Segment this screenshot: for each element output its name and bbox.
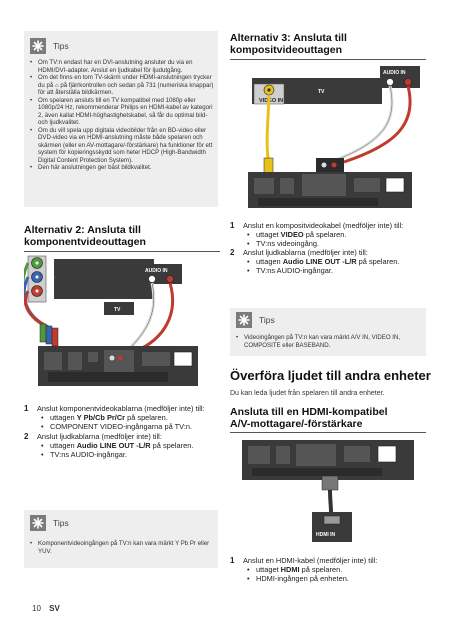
step-number: 2 [230, 248, 235, 257]
alt2-heading-line2: komponentvideouttagen [24, 236, 146, 248]
y-label: Y [48, 261, 52, 267]
step-bullet: COMPONENT VIDEO-ingångarna på TV:n. [37, 422, 220, 431]
divider [24, 251, 220, 252]
network-port-icon [173, 351, 193, 367]
pr-label: Pr [48, 289, 53, 295]
tv-box [104, 302, 134, 315]
tips-label: Tips [259, 315, 275, 325]
audio-section-title: Överföra ljudet till andra enheter [230, 368, 431, 383]
step-text: Anslut ljudkablarna (medföljer inte) til… [243, 248, 368, 257]
tv-label: TV [114, 307, 121, 313]
step: 2 Anslut ljudkablarna (medföljer inte) t… [230, 248, 430, 275]
tip-item: Om det finns en tom TV-skärm under HDMI-… [28, 74, 214, 97]
step-bullet: TV:ns AUDIO-ingångar. [243, 266, 430, 275]
divider [230, 59, 426, 60]
tip-icon [30, 38, 46, 54]
alt3-heading-line2: kompositvideouttagen [230, 44, 343, 56]
audio-section-intro: Du kan leda ljudet från spelaren till an… [230, 390, 385, 397]
step: 2 Anslut ljudkablarna (medföljer inte) t… [24, 432, 220, 459]
network-port-icon [377, 445, 397, 463]
tip-item: Den här anslutningen ger bäst bildkvalit… [28, 164, 214, 172]
step-bullet: uttaget VIDEO på spelaren. [243, 230, 430, 239]
tv-box [308, 84, 336, 97]
step-bullet: HDMI-ingången på enheten. [243, 574, 430, 583]
page-footer: 10 SV [32, 604, 60, 613]
language-code: SV [49, 604, 60, 613]
tv-panel [54, 259, 154, 299]
step-number: 1 [24, 404, 29, 413]
hdmi-diagram: HDMI IN [242, 440, 414, 542]
tips-list: Om TV:n endast har en DVI-anslutning ans… [28, 59, 214, 172]
step-bullet: TV:ns AUDIO-ingångar. [37, 450, 220, 459]
step-text: Anslut komponentvideokablarna (medföljer… [37, 404, 205, 413]
tv-label: TV [318, 89, 325, 95]
component-video-diagram: Y Pb Pr AUDIO IN TV [24, 255, 198, 386]
step: 1 Anslut en kompositvideokabel (medfölje… [230, 221, 430, 248]
step-number: 1 [230, 221, 235, 230]
alt3-heading: Alternativ 3: Ansluta till kompositvideo… [230, 32, 430, 56]
step-bullet: uttagen Y Pb/Cb Pr/Cr på spelaren. [37, 413, 220, 422]
tip-item: Komponentvideoingången på TV:n kan vara … [28, 540, 214, 555]
composite-video-diagram: AUDIO IN VIDEO IN TV [248, 66, 420, 208]
step: 1 Anslut en HDMI-kabel (medföljer inte) … [230, 556, 430, 583]
alt3-heading-line1: Alternativ 3: Ansluta till [230, 32, 347, 44]
step-bullet: uttagen Audio LINE OUT -L/R på spelaren. [243, 257, 430, 266]
tips-list: Komponentvideoingången på TV:n kan vara … [28, 540, 214, 555]
tips-box-hdmi: Tips Om TV:n endast har en DVI-anslutnin… [24, 31, 218, 207]
tips-box-component: Tips Komponentvideoingången på TV:n kan … [24, 510, 218, 568]
hdmi-heading-line1: Ansluta till en HDMI-kompatibel [230, 406, 388, 418]
step-text: Anslut en HDMI-kabel (medföljer inte) ti… [243, 556, 378, 565]
tips-label: Tips [53, 518, 69, 528]
page-number: 10 [32, 604, 41, 613]
tips-list: Videoingången på TV:n kan vara märkt A/V… [234, 334, 422, 349]
alt2-heading-line1: Alternativ 2: Ansluta till [24, 224, 141, 236]
pb-label: Pb [48, 275, 54, 281]
tips-label: Tips [53, 41, 69, 51]
tips-box-composite: Tips Videoingången på TV:n kan vara märk… [230, 308, 426, 356]
tip-item: Om spelaren ansluts till en TV kompatibe… [28, 97, 214, 127]
step-bullet: uttaget HDMI på spelaren. [243, 565, 430, 574]
step-bullet: uttagen Audio LINE OUT -L/R på spelaren. [37, 441, 220, 450]
divider [230, 432, 426, 433]
step-number: 2 [24, 432, 29, 441]
hdmi-in-label: HDMI IN [316, 532, 336, 538]
tip-icon [30, 515, 46, 531]
step-bullet: TV:ns videoingång. [243, 239, 430, 248]
audio-in-label: AUDIO IN [383, 70, 406, 76]
alt3-steps: 1 Anslut en kompositvideokabel (medfölje… [230, 221, 430, 275]
network-port-icon [385, 177, 405, 193]
step-text: Anslut en kompositvideokabel (medföljer … [243, 221, 404, 230]
step-number: 1 [230, 556, 235, 565]
video-in-label: VIDEO IN [259, 98, 283, 104]
tip-item: Videoingången på TV:n kan vara märkt A/V… [234, 334, 422, 349]
step: 1 Anslut komponentvideokablarna (medfölj… [24, 404, 220, 431]
alt2-steps: 1 Anslut komponentvideokablarna (medfölj… [24, 404, 220, 459]
audio-in-label: AUDIO IN [145, 268, 168, 274]
hdmi-heading: Ansluta till en HDMI-kompatibel A/V-mott… [230, 406, 430, 430]
hdmi-steps: 1 Anslut en HDMI-kabel (medföljer inte) … [230, 556, 430, 583]
step-text: Anslut ljudkablarna (medföljer inte) til… [37, 432, 162, 441]
tip-item: Om du vill spela upp digitala videobilde… [28, 127, 214, 165]
tip-icon [236, 312, 252, 328]
hdmi-plug [321, 475, 339, 491]
tip-item: Om TV:n endast har en DVI-anslutning ans… [28, 59, 214, 74]
alt2-heading: Alternativ 2: Ansluta till komponentvide… [24, 224, 224, 248]
hdmi-heading-line2: A/V-mottagare/-förstärkare [230, 418, 363, 430]
